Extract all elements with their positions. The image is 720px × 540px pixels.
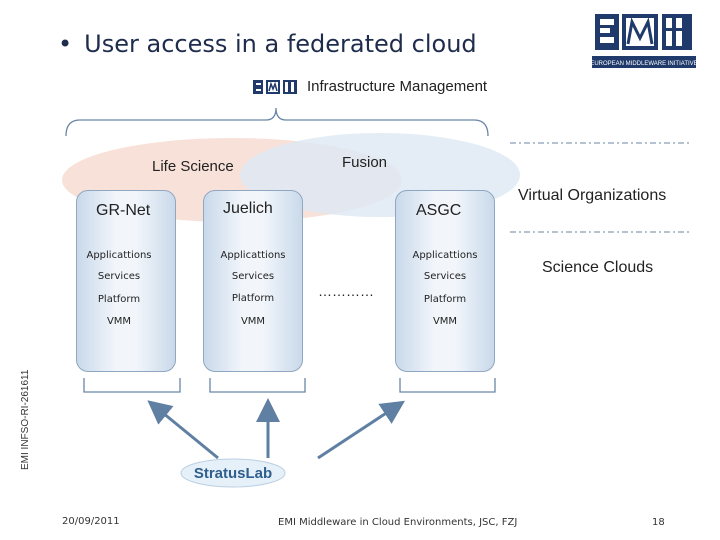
arrow-to-asgc — [317, 400, 406, 460]
slide-title-text: User access in a federated cloud — [84, 30, 477, 58]
fusion-label: Fusion — [342, 154, 388, 171]
bottom-bracket-3 — [399, 378, 496, 393]
site-column-grnet — [76, 190, 176, 372]
layer-platform: Platform — [97, 294, 141, 305]
stratuslab-text: StratusLab — [194, 465, 272, 482]
emi-mini-logo-icon — [253, 79, 297, 94]
site-column-juelich — [203, 190, 303, 372]
site-column-asgc — [395, 190, 495, 372]
bottom-bracket-1 — [83, 378, 181, 393]
infrastructure-management-text: Infrastructure Management — [307, 78, 488, 95]
layer-applications: Applicattions — [220, 250, 286, 261]
layer-applications: Applicattions — [412, 250, 478, 261]
layer-vmm: VMM — [106, 316, 132, 327]
layer-services: Services — [423, 271, 467, 282]
page-number: 18 — [652, 517, 665, 528]
emi-logo: EUROPEAN MIDDLEWARE INITIATIVE — [590, 10, 700, 72]
bullet-icon: • — [58, 30, 73, 58]
layer-platform: Platform — [423, 294, 467, 305]
layer-vmm: VMM — [432, 316, 458, 327]
more-sites-ellipsis: ………… — [318, 283, 374, 299]
stratuslab-logo: StratusLab — [180, 458, 286, 488]
logo-tagline: EUROPEAN MIDDLEWARE INITIATIVE — [590, 61, 697, 67]
life-science-label: Life Science — [152, 158, 234, 175]
layer-platform: Platform — [231, 293, 275, 304]
arrow-to-grnet — [147, 400, 219, 460]
layer-applications: Applicattions — [86, 250, 152, 261]
layer-services: Services — [231, 271, 275, 282]
infrastructure-bracket — [65, 107, 489, 137]
footer-date: 20/09/2011 — [62, 516, 120, 527]
infrastructure-management-label: Infrastructure Management — [253, 78, 487, 95]
slide-title: • User access in a federated cloud — [58, 30, 477, 58]
site-name-juelich: Juelich — [223, 200, 273, 217]
virtual-organizations-label: Virtual Organizations — [518, 187, 667, 204]
site-name-asgc: ASGC — [416, 202, 462, 219]
layer-vmm: VMM — [240, 316, 266, 327]
science-clouds-label: Science Clouds — [542, 259, 654, 276]
layer-services: Services — [97, 271, 141, 282]
bottom-bracket-2 — [209, 378, 306, 393]
footer-title: EMI Middleware in Cloud Environments, JS… — [278, 517, 518, 528]
site-name-grnet: GR-Net — [96, 202, 151, 219]
